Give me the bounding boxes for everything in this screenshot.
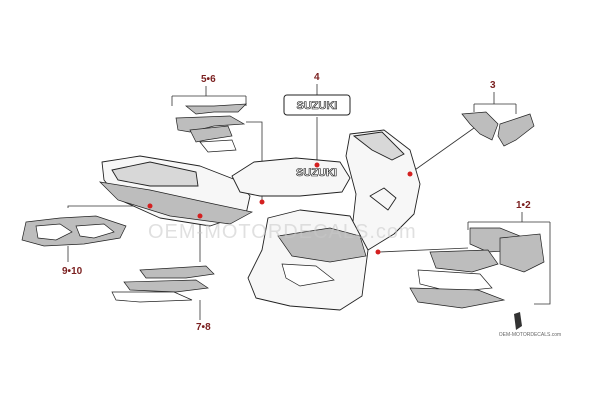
decal-7-8-strip-c xyxy=(111,291,193,303)
decal-3-right xyxy=(497,113,535,147)
decal-1-2-piece-d xyxy=(409,287,506,309)
callout-4: 4 xyxy=(314,72,320,83)
tail-stripe xyxy=(98,181,254,225)
decal-9-10-logo xyxy=(21,215,127,247)
seat xyxy=(111,161,199,187)
callout-1-2: 1•2 xyxy=(516,200,531,211)
location-markers xyxy=(147,162,413,255)
decal-1-2-piece-b xyxy=(429,249,499,273)
marker-4 xyxy=(314,162,320,168)
decal-5-6-strip-mid xyxy=(175,115,246,133)
decal-5-6-strip-low xyxy=(189,125,233,143)
decal-5-6-strip-bottom xyxy=(199,139,237,153)
motorcycle-bodywork: SUZUKI xyxy=(98,129,421,311)
decal-1-2-logo xyxy=(499,233,545,273)
callout-7-8: 7•8 xyxy=(196,322,211,333)
marker-7-8 xyxy=(197,213,203,219)
marker-3 xyxy=(407,171,413,177)
windscreen xyxy=(352,131,405,161)
watermark-text: OEM-MOTORDECALS.com xyxy=(148,221,417,243)
marker-9-10 xyxy=(147,203,153,209)
credit-figure-icon xyxy=(514,312,522,330)
fairing-stripe xyxy=(277,227,367,263)
callout-9-10: 9•10 xyxy=(62,266,83,277)
decal-7-8-strip-a xyxy=(139,265,215,279)
emblem-4-text: SUZUKI xyxy=(297,100,338,112)
fairing-stripe-lower xyxy=(281,263,335,287)
marker-5-6 xyxy=(259,199,265,205)
fuel-tank xyxy=(231,157,351,197)
decal-3-group xyxy=(461,111,535,147)
mirror xyxy=(369,187,397,211)
marker-1-2 xyxy=(375,249,381,255)
decal-7-8-strip-b xyxy=(123,279,209,293)
callout-5-6: 5•6 xyxy=(201,74,216,85)
decal-7-8-group xyxy=(111,265,215,303)
decal-3-left xyxy=(461,111,499,141)
decal-5-6-group xyxy=(175,103,247,153)
tank-badge-text: SUZUKI xyxy=(296,167,337,179)
credit-logo: OEM-MOTORDECALS.com xyxy=(499,312,561,338)
decal-5-6-strip-top xyxy=(185,103,247,115)
decal-1-2-group xyxy=(409,227,545,309)
credit-text: OEM-MOTORDECALS.com xyxy=(499,332,561,338)
callout-3: 3 xyxy=(490,80,496,91)
emblem-4: SUZUKI xyxy=(283,94,351,116)
